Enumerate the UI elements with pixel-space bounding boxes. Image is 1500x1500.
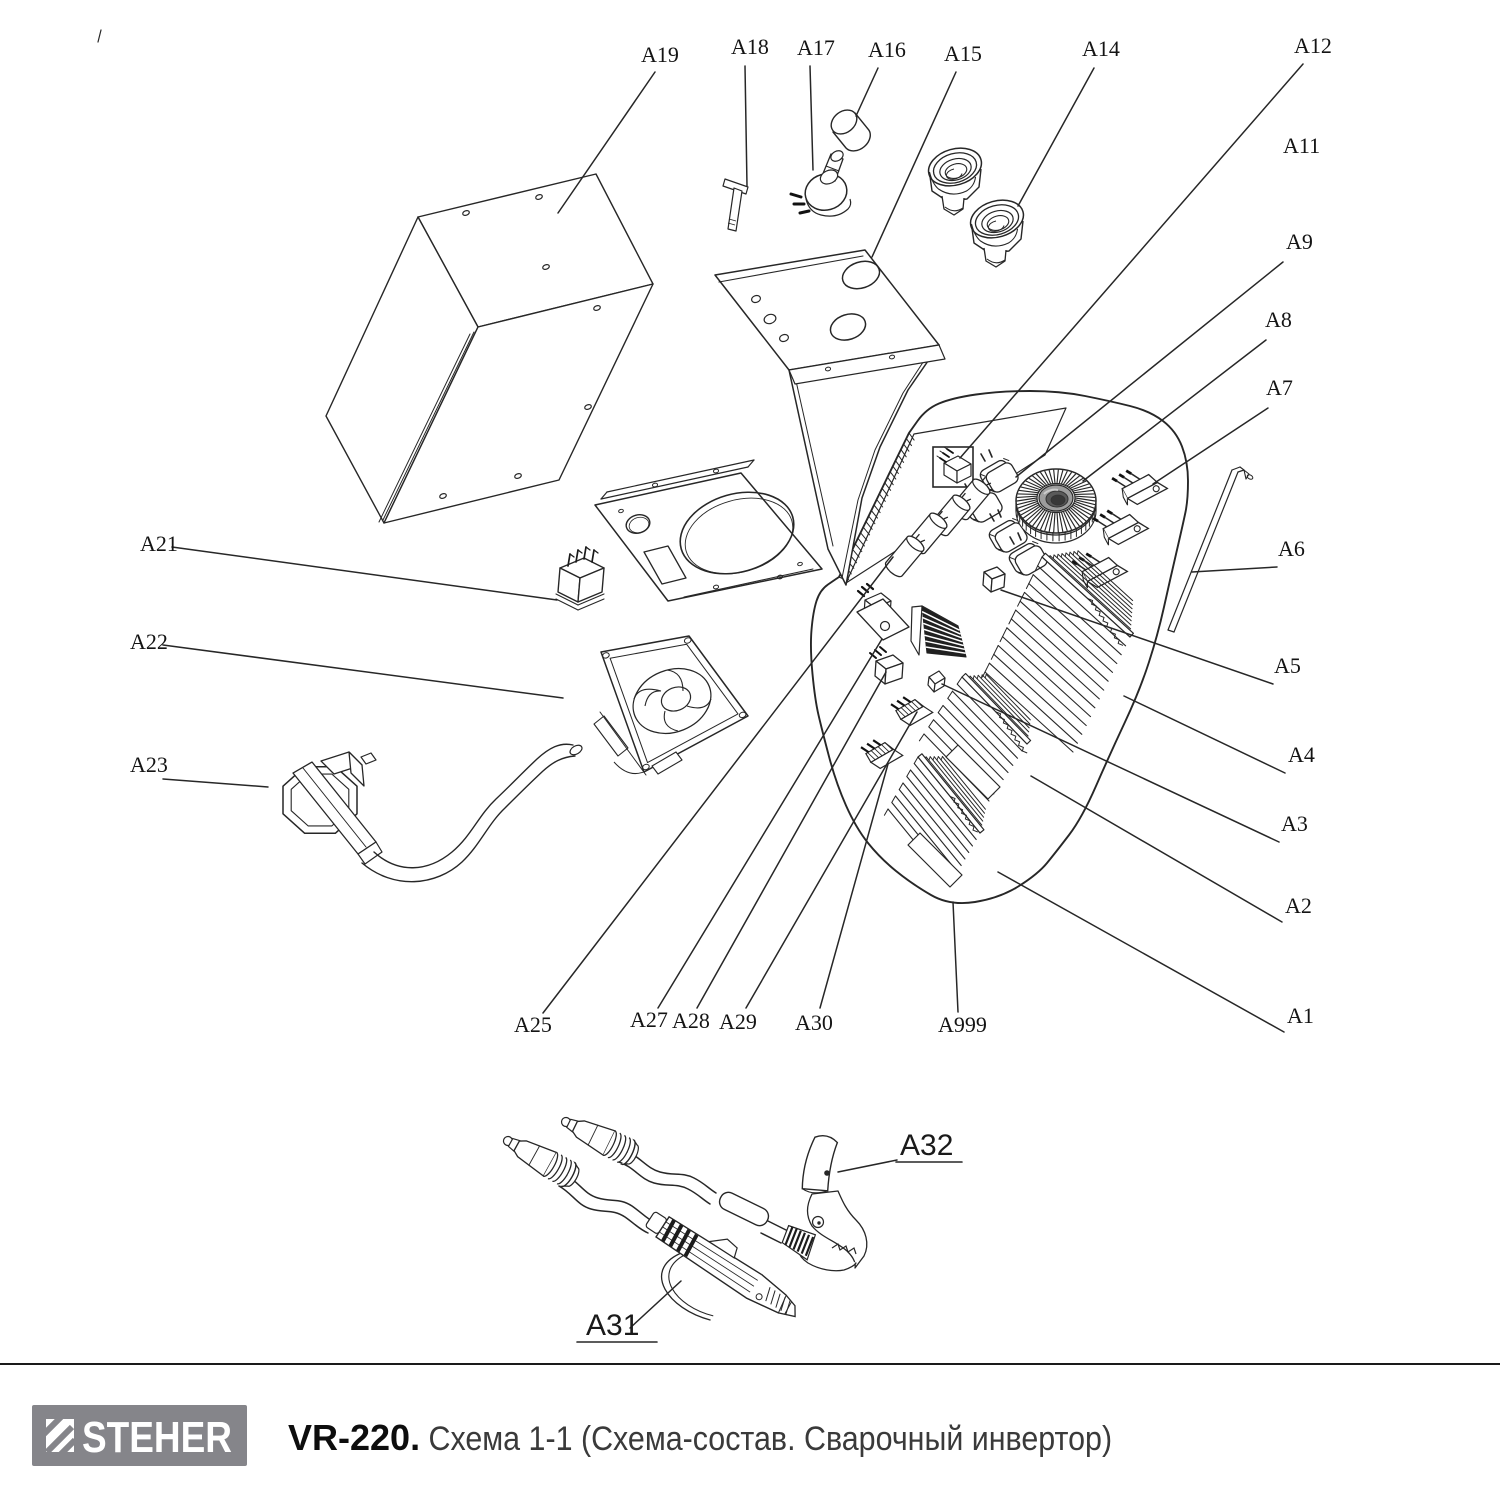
svg-text:A3: A3 xyxy=(1281,811,1308,836)
svg-text:A29: A29 xyxy=(719,1009,757,1034)
svg-text:A32: A32 xyxy=(900,1129,953,1162)
svg-text:A23: A23 xyxy=(130,752,168,777)
svg-text:A9: A9 xyxy=(1286,229,1313,254)
svg-text:A7: A7 xyxy=(1266,375,1293,400)
svg-text:A6: A6 xyxy=(1278,536,1305,561)
svg-text:A21: A21 xyxy=(140,531,178,556)
svg-text:A8: A8 xyxy=(1265,307,1292,332)
svg-text:A5: A5 xyxy=(1274,653,1301,678)
svg-text:A4: A4 xyxy=(1288,742,1315,767)
svg-text:A19: A19 xyxy=(641,42,679,67)
svg-text:A11: A11 xyxy=(1283,133,1320,158)
svg-text:A27: A27 xyxy=(630,1007,668,1032)
svg-text:A15: A15 xyxy=(944,41,982,66)
svg-text:A30: A30 xyxy=(795,1010,833,1035)
svg-text:A18: A18 xyxy=(731,34,769,59)
svg-text:A28: A28 xyxy=(672,1008,710,1033)
svg-text:A12: A12 xyxy=(1294,33,1332,58)
svg-text:A14: A14 xyxy=(1082,36,1120,61)
svg-text:A16: A16 xyxy=(868,37,906,62)
svg-text:A17: A17 xyxy=(797,35,835,60)
svg-text:A2: A2 xyxy=(1285,893,1312,918)
svg-text:A1: A1 xyxy=(1287,1003,1314,1028)
svg-text:A22: A22 xyxy=(130,629,168,654)
svg-text:VR-220. Схема 1-1 (Схема-соста: VR-220. Схема 1-1 (Схема-состав. Сварочн… xyxy=(288,1417,1112,1458)
svg-text:A25: A25 xyxy=(514,1012,552,1037)
svg-text:A31: A31 xyxy=(586,1309,639,1342)
svg-text:A999: A999 xyxy=(938,1012,987,1037)
svg-text:STEHER: STEHER xyxy=(82,1413,232,1462)
